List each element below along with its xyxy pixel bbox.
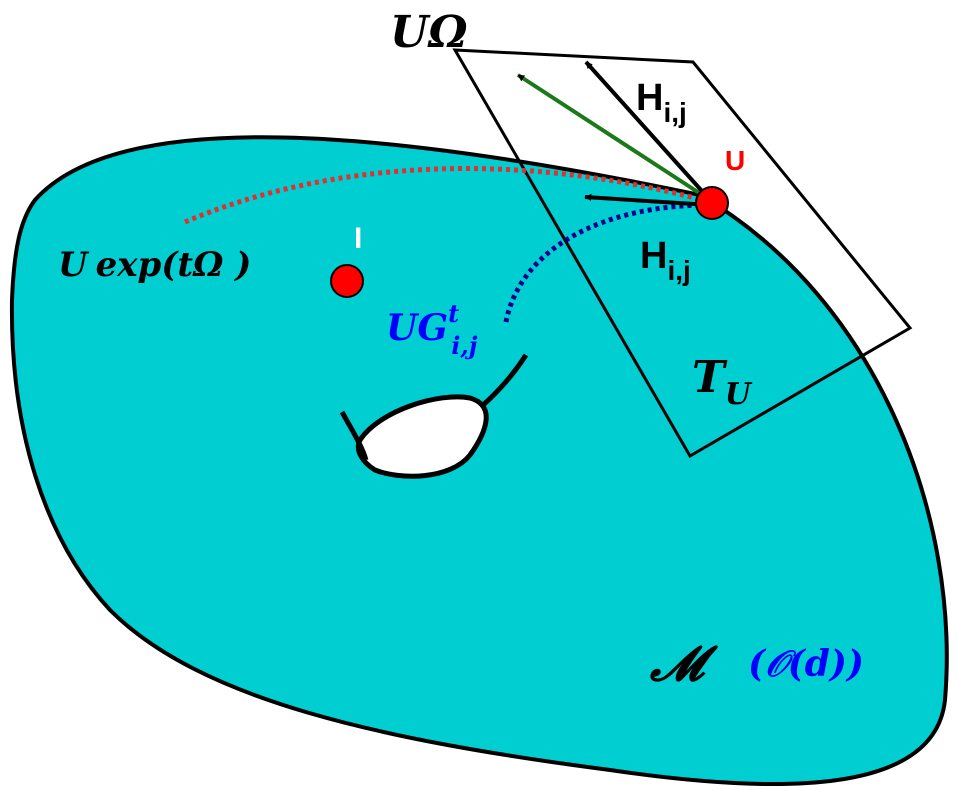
label-u-point: U <box>725 145 745 176</box>
label-manifold-group: (𝒪(d)) <box>748 643 864 685</box>
hij-vector-top <box>584 60 712 202</box>
label-hij-bottom-sub: i,j <box>667 255 690 286</box>
exp-curve <box>184 166 711 225</box>
label-hij-top-sub: i,j <box>663 97 686 128</box>
hole-left-edge <box>339 410 369 461</box>
label-u-omega: UΩ <box>390 7 468 58</box>
label-i-point: I <box>354 222 362 255</box>
point-i <box>330 264 364 298</box>
hij-vector-bottom <box>584 193 711 207</box>
green-vector <box>516 73 712 202</box>
geodesic-curve <box>503 202 711 323</box>
manifold-hole <box>355 394 489 479</box>
label-hij-bottom: Hi,j <box>640 235 691 286</box>
manifold-surface <box>9 135 949 787</box>
label-geodesic-sub: i,j <box>451 331 477 360</box>
tangent-plane <box>452 48 913 459</box>
label-hij-top: Hi,j <box>636 77 687 128</box>
hole-right-edge <box>480 353 529 408</box>
point-u <box>695 186 729 220</box>
label-geodesic-sup: t <box>448 299 459 328</box>
label-tangent: TU <box>692 352 753 412</box>
label-tangent-sub: U <box>725 377 753 412</box>
